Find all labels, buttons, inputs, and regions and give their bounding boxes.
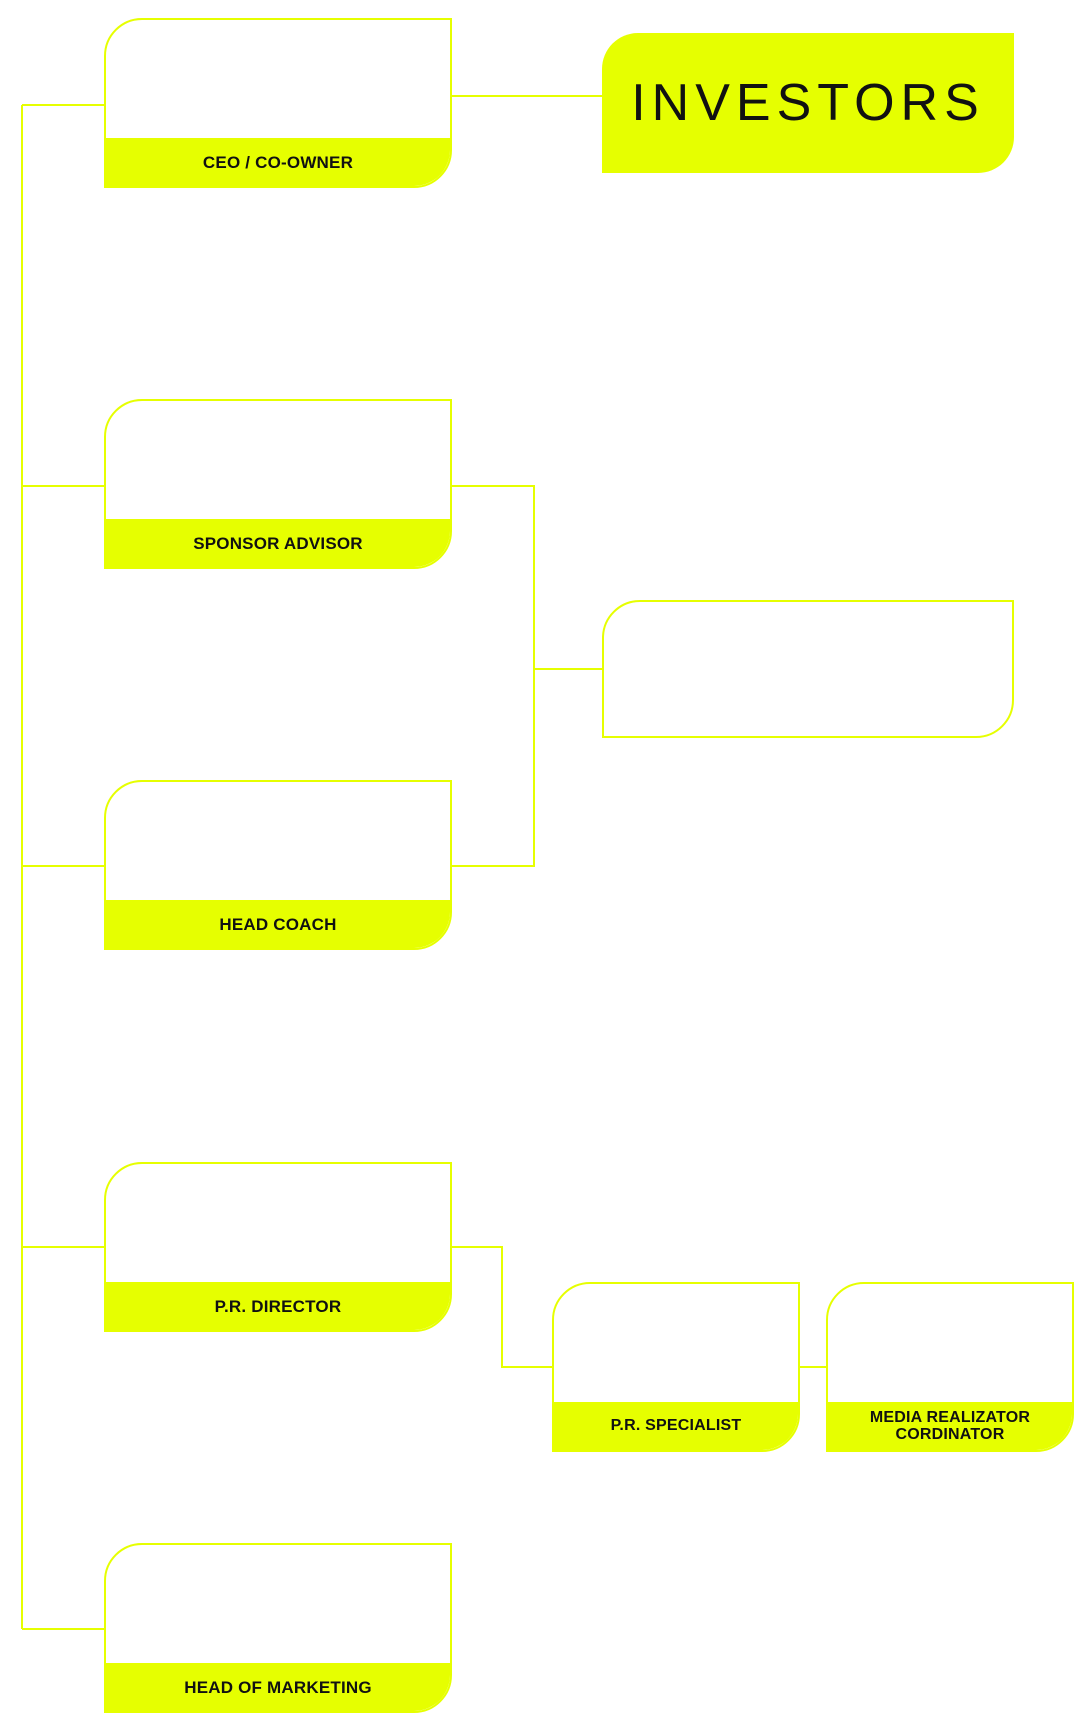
media-realizator-label: MEDIA REALIZATOR CORDINATOR bbox=[828, 1402, 1072, 1450]
node-ceo: CEO / CO-OWNER bbox=[104, 18, 452, 188]
sponsor-advisor-label: SPONSOR ADVISOR bbox=[106, 519, 450, 567]
node-head-of-marketing: HEAD OF MARKETING bbox=[104, 1543, 452, 1713]
pr-director-to-specialist bbox=[452, 1246, 552, 1368]
node-media-realizator: MEDIA REALIZATOR CORDINATOR bbox=[826, 1282, 1074, 1452]
node-pr-director: P.R. DIRECTOR bbox=[104, 1162, 452, 1332]
head-coach-label: HEAD COACH bbox=[106, 900, 450, 948]
pr-specialist-label: P.R. SPECIALIST bbox=[554, 1402, 798, 1450]
head-of-marketing-label: HEAD OF MARKETING bbox=[106, 1663, 450, 1711]
pr-director-label: P.R. DIRECTOR bbox=[106, 1282, 450, 1330]
investors-box: INVESTORS bbox=[602, 33, 1014, 173]
node-head-coach: HEAD COACH bbox=[104, 780, 452, 950]
investors-label: INVESTORS bbox=[631, 74, 985, 132]
sponsor-coach-bracket bbox=[452, 485, 535, 867]
node-sponsor-advisor: SPONSOR ADVISOR bbox=[104, 399, 452, 569]
node-pr-specialist: P.R. SPECIALIST bbox=[552, 1282, 800, 1452]
ceo-label: CEO / CO-OWNER bbox=[106, 138, 450, 186]
empty-node-box bbox=[602, 600, 1014, 738]
